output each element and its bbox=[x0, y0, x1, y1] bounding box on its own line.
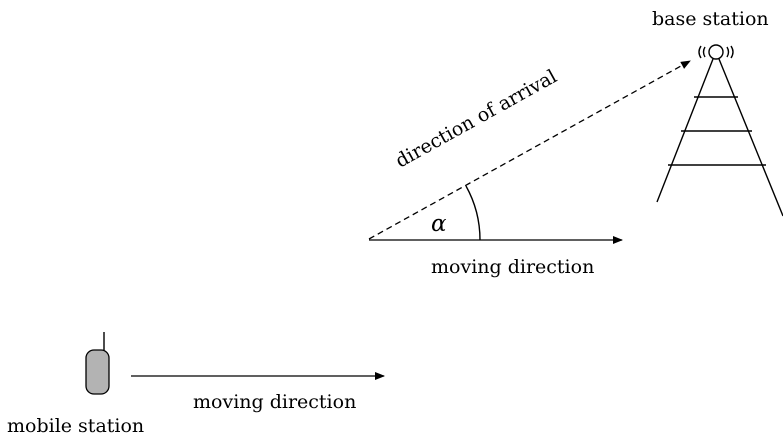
radio-wave-left-outer-icon bbox=[698, 45, 702, 59]
angle-arc bbox=[465, 185, 481, 241]
radio-wave-left-inner-icon bbox=[702, 46, 706, 58]
base-station-label: base station bbox=[652, 8, 769, 30]
mobile-body bbox=[85, 349, 110, 395]
direction-of-arrival-arrow bbox=[368, 60, 691, 240]
upper-moving-direction-label: moving direction bbox=[431, 256, 594, 278]
base-station-tower bbox=[656, 44, 783, 217]
angle-alpha-label: α bbox=[431, 211, 447, 237]
direction-of-arrival-label: direction of arrival bbox=[392, 65, 561, 172]
radio-wave-right-inner-icon bbox=[726, 46, 730, 58]
tower-right-leg bbox=[718, 58, 783, 217]
antenna-circle bbox=[708, 44, 724, 60]
mobile-station-icon bbox=[85, 332, 110, 395]
radio-wave-right-outer-icon bbox=[730, 45, 734, 59]
mobile-station-label: mobile station bbox=[7, 415, 144, 437]
lower-moving-direction-label: moving direction bbox=[193, 391, 356, 413]
